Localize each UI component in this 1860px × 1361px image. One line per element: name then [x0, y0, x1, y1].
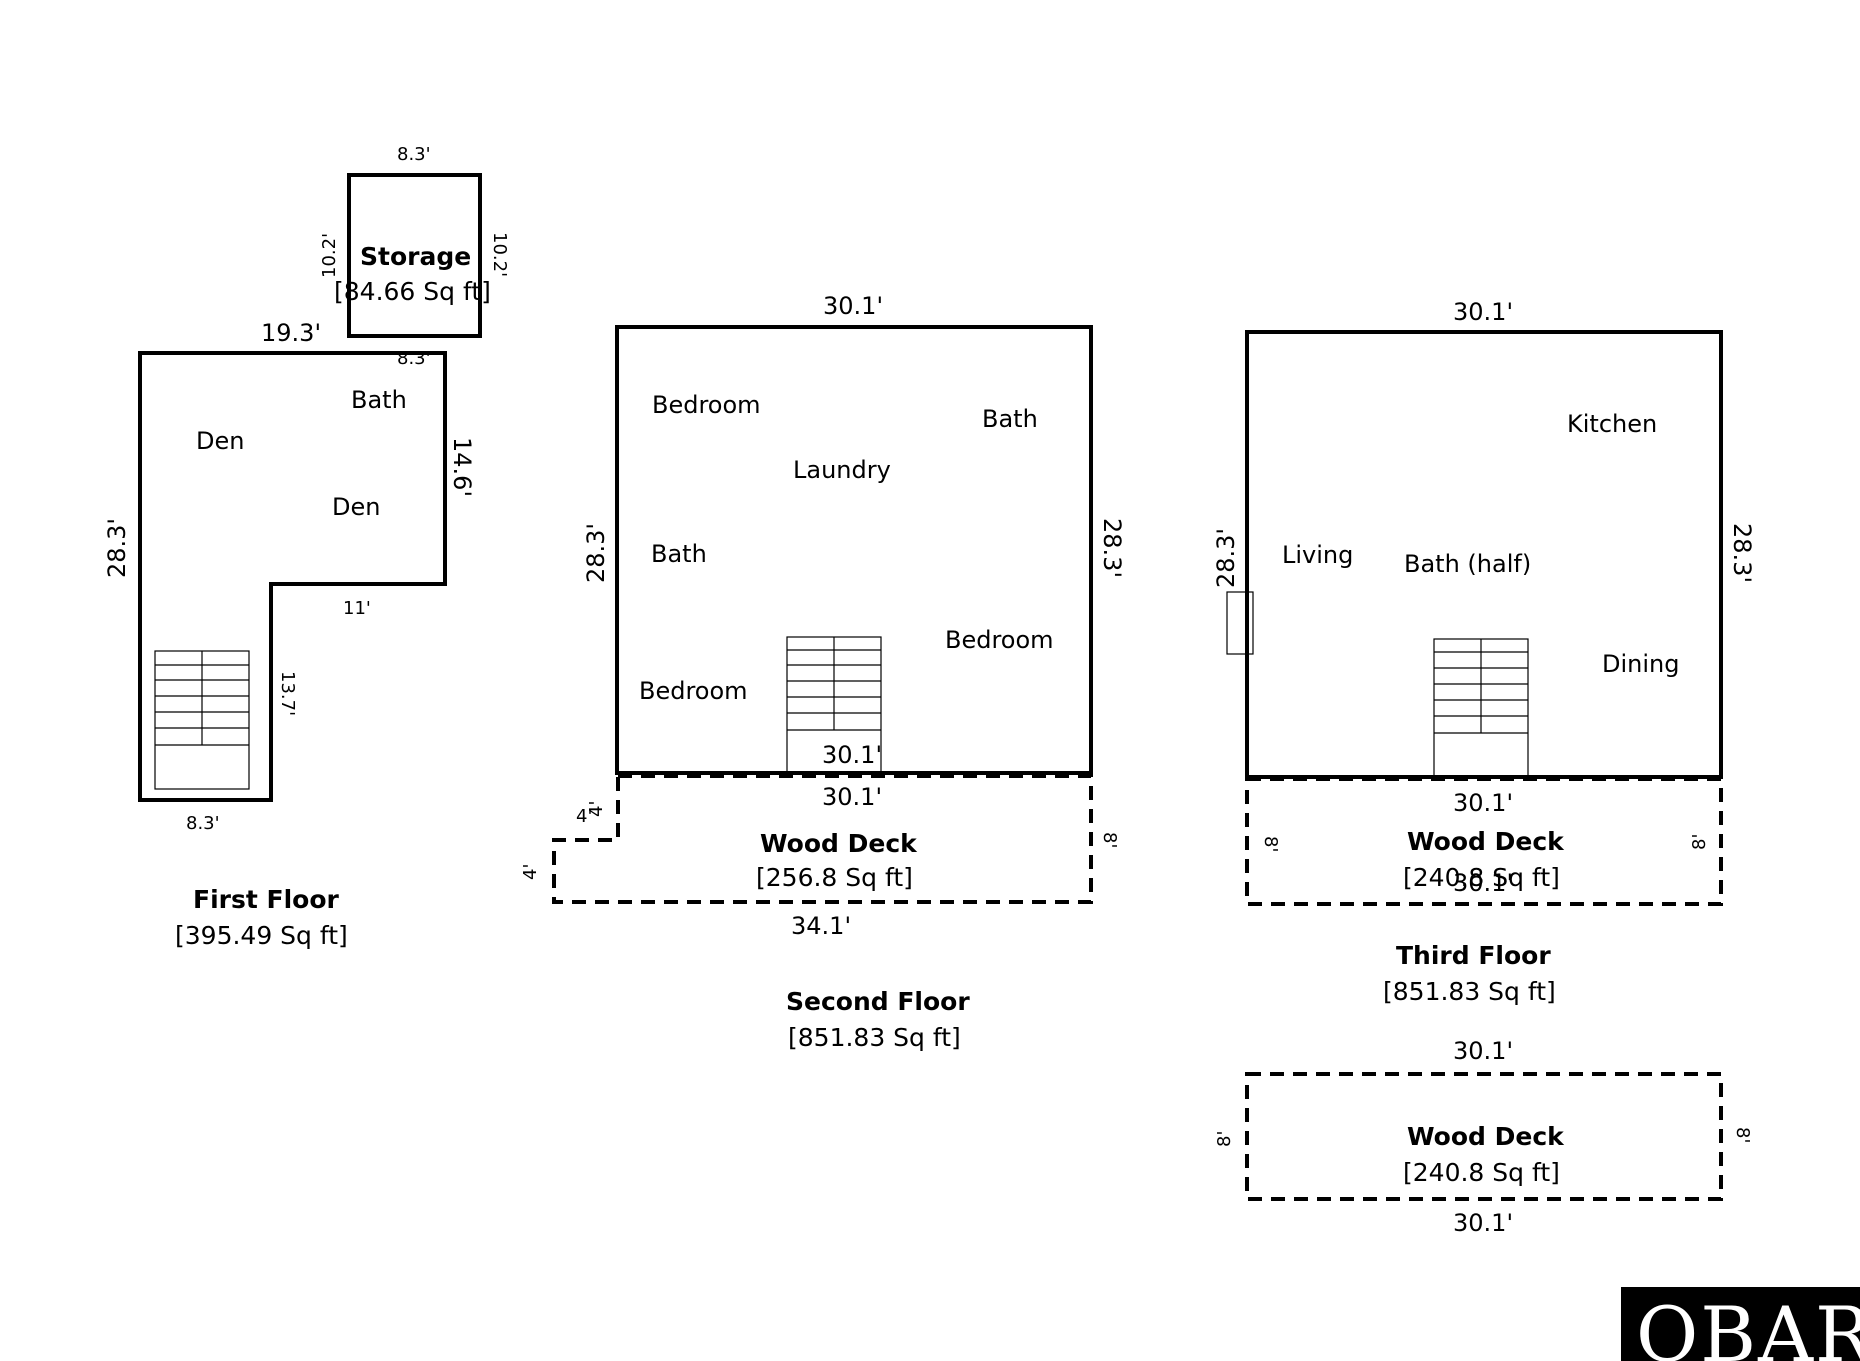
deck-dim-top: 30.1'	[1453, 1037, 1513, 1065]
logo-text: OBAR	[1636, 1290, 1860, 1361]
deck-dim-step-h: 4'	[576, 806, 592, 827]
second-floor-area: [851.83 Sq ft]	[788, 1023, 961, 1052]
deck-dim-bottom: 30.1'	[1453, 869, 1513, 897]
second-floor-title: Second Floor	[786, 987, 970, 1016]
storage-title: Storage	[360, 242, 471, 271]
room-bath-2: Bath	[651, 540, 707, 568]
storage: 8.3' 10.2' 10.2' 8.3' Storage [84.66 Sq …	[319, 144, 510, 369]
room-living: Living	[1282, 541, 1353, 569]
second-floor-outline	[615, 325, 1093, 775]
obar-logo: OBAR	[1621, 1287, 1860, 1361]
third-floor: Kitchen Living Bath (half) Dining 30.1' …	[1212, 298, 1756, 1006]
room-bath-half: Bath (half)	[1404, 550, 1531, 578]
dim-right-lower: 13.7'	[277, 671, 298, 716]
room-den: Den	[196, 427, 244, 455]
dim-notch: 11'	[343, 598, 371, 619]
second-floor-stairs	[786, 636, 882, 775]
room-bedroom-2: Bedroom	[945, 626, 1054, 654]
dim-left: 28.3'	[103, 518, 131, 578]
dim-right: 28.3'	[1728, 523, 1756, 583]
second-deck: 30.1' 8' 34.1' 4' 4' 4' Wood Deck [256.8…	[520, 774, 1120, 940]
dim-left: 28.3'	[1212, 528, 1240, 588]
second-floor: Bedroom Bath Laundry Bath Bedroom Bedroo…	[582, 292, 1126, 1052]
second-deck-title: Wood Deck	[760, 829, 918, 858]
deck-dim-bottom: 30.1'	[1453, 1209, 1513, 1237]
deck-dim-right: 8'	[1732, 1127, 1753, 1143]
third-floor-title: Third Floor	[1396, 941, 1551, 970]
first-floor: Den Bath Den 19.3' 28.3' 14.6' 11' 13.7'…	[103, 319, 476, 950]
room-bedroom-3: Bedroom	[639, 677, 748, 705]
deck-dim-left: 8'	[1260, 836, 1281, 852]
third-deck-title: Wood Deck	[1407, 827, 1565, 856]
bottom-deck-outline	[1245, 1072, 1723, 1201]
first-floor-stairs	[154, 650, 250, 790]
room-bedroom: Bedroom	[652, 391, 761, 419]
room-den-2: Den	[332, 493, 380, 521]
room-dining: Dining	[1602, 650, 1679, 678]
deck-dim-step-v: 4'	[586, 801, 607, 817]
logo-background	[1621, 1287, 1860, 1361]
deck-dim-left: 4'	[520, 864, 541, 880]
deck-dim-top: 30.1'	[1453, 789, 1513, 817]
first-floor-outline	[138, 351, 447, 802]
storage-dim-right: 10.2'	[489, 232, 510, 277]
deck-dim-right: 8'	[1099, 832, 1120, 848]
dim-top: 19.3'	[261, 319, 321, 347]
second-deck-area: [256.8 Sq ft]	[756, 863, 913, 892]
bottom-deck-title: Wood Deck	[1407, 1122, 1565, 1151]
room-laundry: Laundry	[793, 456, 891, 484]
dim-right: 28.3'	[1098, 518, 1126, 578]
deck-dim-right: 8'	[1689, 834, 1710, 850]
storage-dim-top: 8.3'	[397, 144, 431, 165]
deck-dim-top: 30.1'	[822, 783, 882, 811]
dim-right-upper: 14.6'	[448, 437, 476, 497]
room-bath: Bath	[351, 386, 407, 414]
dim-top: 30.1'	[823, 292, 883, 320]
storage-dim-bottom: 8.3'	[397, 348, 431, 369]
dim-bottom: 30.1'	[822, 741, 882, 769]
third-deck-outline	[1245, 777, 1723, 906]
third-deck: 30.1' 8' 8' Wood Deck [240.8 Sq ft] 30.1…	[1245, 777, 1723, 906]
deck-dim-left: 8'	[1214, 1131, 1235, 1147]
third-deck-area: [240.8 Sq ft]	[1403, 863, 1560, 892]
dim-bottom: 8.3'	[186, 813, 220, 834]
third-floor-window	[1226, 591, 1254, 655]
bottom-deck: 30.1' 8' 8' Wood Deck [240.8 Sq ft] 30.1…	[1214, 1037, 1753, 1237]
first-floor-area: [395.49 Sq ft]	[175, 921, 348, 950]
room-bath: Bath	[982, 405, 1038, 433]
dim-left: 28.3'	[582, 523, 610, 583]
storage-area: [84.66 Sq ft]	[334, 277, 491, 306]
storage-outline	[347, 173, 482, 338]
dim-top: 30.1'	[1453, 298, 1513, 326]
third-floor-stairs	[1433, 638, 1529, 778]
first-floor-title: First Floor	[193, 885, 340, 914]
room-kitchen: Kitchen	[1567, 410, 1657, 438]
third-floor-area: [851.83 Sq ft]	[1383, 977, 1556, 1006]
storage-dim-left: 10.2'	[319, 233, 340, 278]
deck-dim-bottom: 34.1'	[791, 912, 851, 940]
bottom-deck-area: [240.8 Sq ft]	[1403, 1158, 1560, 1187]
second-deck-outline	[552, 774, 1093, 904]
